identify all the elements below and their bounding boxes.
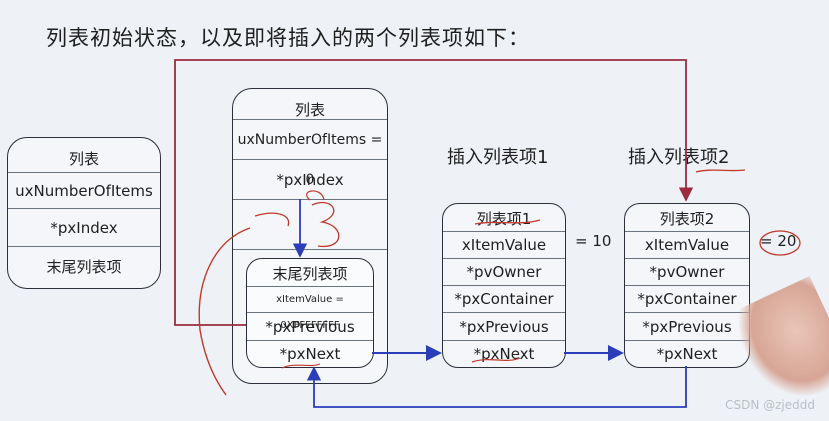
handwritten-loop xyxy=(306,190,325,201)
end-item-next: *pxNext xyxy=(247,340,373,367)
handwritten-curve xyxy=(198,227,251,396)
insert1-value-annotation: = 10 xyxy=(575,232,612,250)
handwritten-under-next1 xyxy=(471,357,521,363)
insert1-field-prev: *pxPrevious xyxy=(443,312,565,341)
handwritten-mark-a xyxy=(254,212,290,227)
end-item-box: 末尾列表项 xItemValue = 0XFFFFFFFF *pxPreviou… xyxy=(246,258,374,368)
list-left-title: 列表 xyxy=(68,150,99,168)
insert1-title: 列表项1 xyxy=(476,210,532,228)
end-item-title: 末尾列表项 xyxy=(272,265,348,283)
handwritten-underline-caption2 xyxy=(695,169,746,173)
handwritten-underline-item1 xyxy=(474,219,541,225)
insert1-field-container: *pxContainer xyxy=(443,285,565,313)
page-heading: 列表初始状态，以及即将插入的两个列表项如下： xyxy=(46,26,530,50)
list-main-index: *pxIndex xyxy=(233,159,387,200)
handwritten-number xyxy=(311,201,340,248)
insert2-title: 列表项2 xyxy=(659,210,715,228)
insert2-value-annotation: = 20 xyxy=(760,232,797,250)
end-item-value: xItemValue = 0XFFFFFFFF xyxy=(247,286,373,331)
list-left-field-count: uxNumberOfItems xyxy=(8,172,160,209)
handwritten-circle-20 xyxy=(759,230,801,256)
list-left-box: 列表 uxNumberOfItems *pxIndex 末尾列表项 xyxy=(7,137,161,289)
end-item-prev: *pxPrevious xyxy=(247,312,373,341)
list-main-title: 列表 xyxy=(294,101,325,119)
list-main-count: uxNumberOfItems = 0 xyxy=(233,119,387,188)
insert1-caption: 插入列表项1 xyxy=(447,147,549,168)
insert2-field-owner: *pvOwner xyxy=(625,258,749,286)
handwritten-under-next xyxy=(281,363,321,369)
insert2-field-value: xItemValue xyxy=(625,231,749,259)
insert2-caption: 插入列表项2 xyxy=(628,147,730,168)
insert2-field-container: *pxContainer xyxy=(625,285,749,313)
insert2-box: 列表项2 xItemValue *pvOwner *pxContainer *p… xyxy=(624,203,750,368)
list-main-blank-b xyxy=(233,249,387,252)
insert2-field-prev: *pxPrevious xyxy=(625,312,749,341)
insert1-field-owner: *pvOwner xyxy=(443,258,565,286)
insert1-field-value: xItemValue xyxy=(443,231,565,259)
prev-loop-line xyxy=(174,59,694,326)
list-left-field-end: 末尾列表项 xyxy=(8,246,160,287)
watermark: CSDN @zjeddd xyxy=(725,398,815,412)
next-return-loop xyxy=(306,366,687,408)
list-left-field-index: *pxIndex xyxy=(8,208,160,247)
insert2-field-next: *pxNext xyxy=(625,340,749,367)
